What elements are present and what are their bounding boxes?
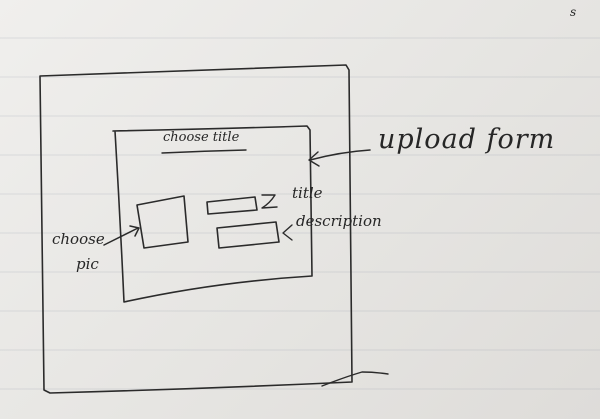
outer-page-frame (39, 64, 353, 394)
title-arrow (261, 194, 278, 209)
pic-label: pic (76, 255, 99, 273)
corner-scribble (321, 371, 389, 387)
upload-form-box (112, 125, 313, 303)
title-underline (161, 149, 247, 154)
picture-placeholder-box (136, 195, 189, 249)
choose-pic-arrow (103, 225, 140, 246)
description-label: description (296, 212, 382, 230)
title-input-sketch (206, 196, 258, 215)
upload-form-label: upload form (378, 124, 556, 155)
upload-form-arrow (308, 149, 371, 167)
title-field-label: title (292, 184, 323, 202)
corner-mark: s (570, 5, 577, 19)
choose-label: choose (52, 230, 105, 248)
choose-title-label: choose title (163, 130, 240, 145)
description-input-sketch (216, 221, 280, 249)
description-arrow (282, 224, 293, 241)
